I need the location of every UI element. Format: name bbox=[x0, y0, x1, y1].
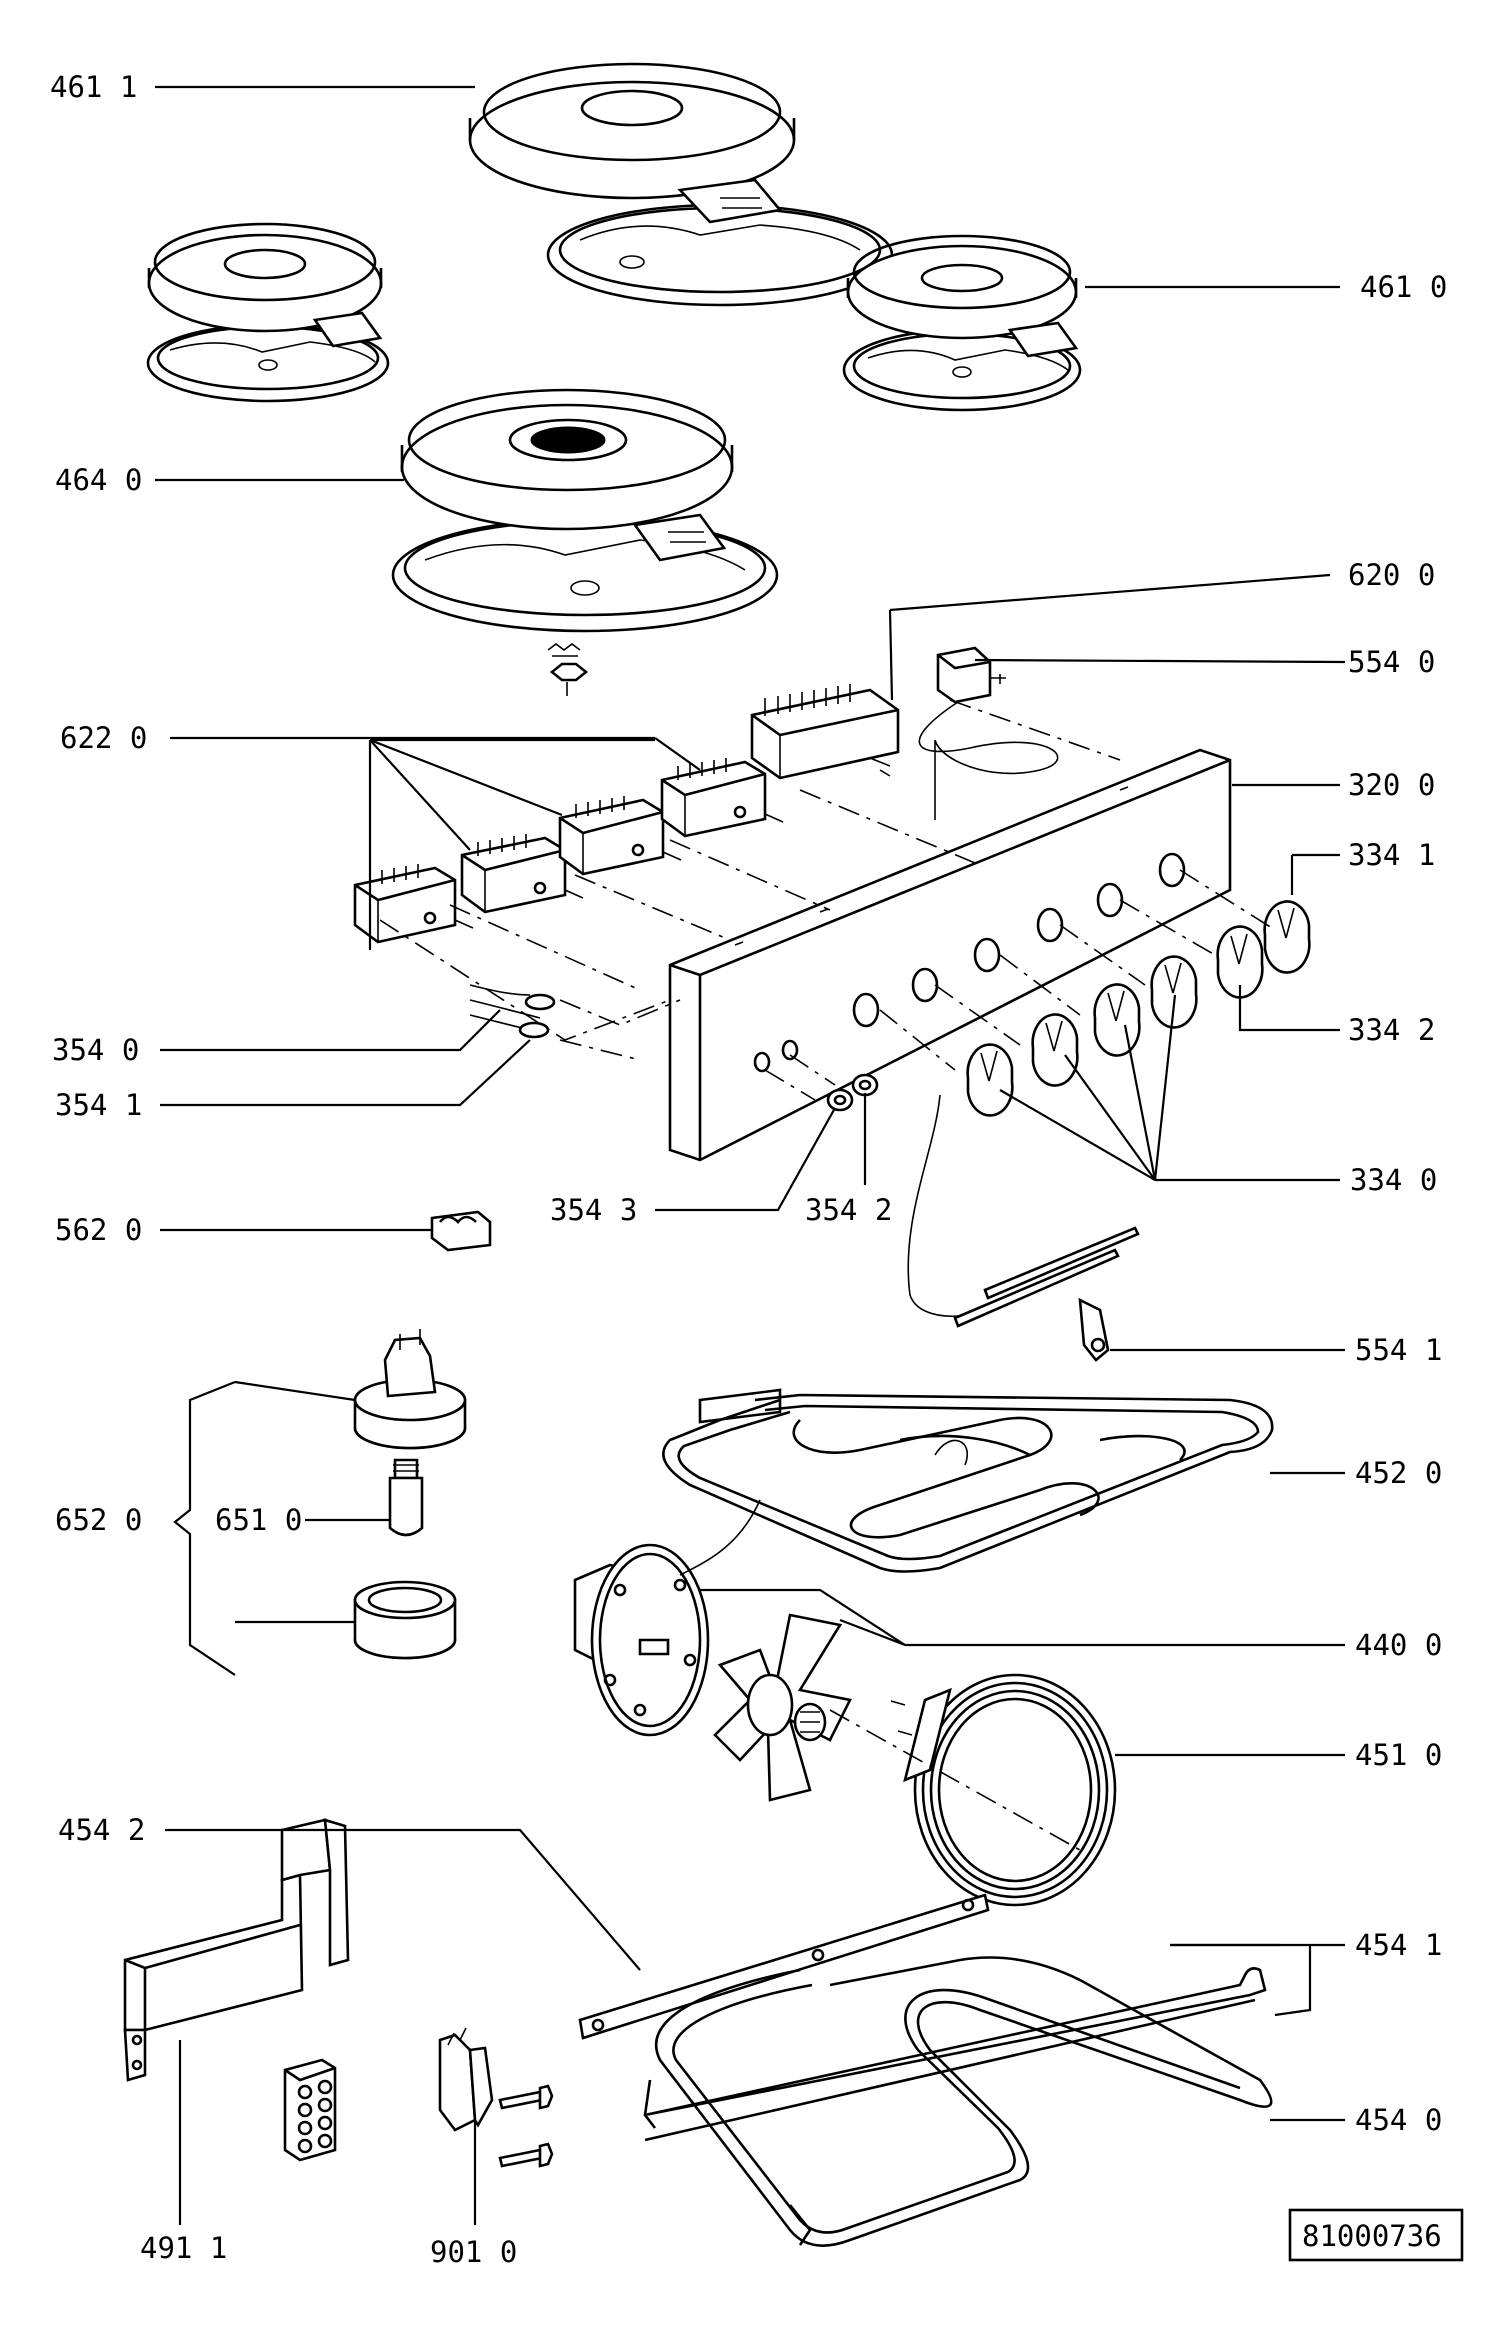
label-451-0: 451 0 bbox=[1355, 1738, 1442, 1772]
label-651-0: 651 0 bbox=[215, 1503, 302, 1537]
label-464-0: 464 0 bbox=[55, 463, 142, 497]
knob-334-2 bbox=[1216, 925, 1264, 999]
label-334-1: 334 1 bbox=[1348, 838, 1435, 872]
label-491-1: 491 1 bbox=[140, 2231, 227, 2265]
hotplate-nut bbox=[547, 643, 589, 696]
oven-lamp-bulb-651 bbox=[388, 1458, 424, 1537]
fan-blade bbox=[713, 1613, 852, 1802]
knob-334-0-a bbox=[1150, 955, 1198, 1029]
label-652-0: 652 0 bbox=[55, 1503, 142, 1537]
hotplate-left bbox=[146, 222, 390, 403]
bracket-491-1 bbox=[123, 1818, 350, 2082]
switch-row-622 bbox=[353, 758, 784, 944]
label-334-0: 334 0 bbox=[1350, 1163, 1437, 1197]
fan-motor-440 bbox=[573, 1499, 761, 1737]
label-461-1: 461 1 bbox=[50, 70, 137, 104]
knob-334-1 bbox=[1263, 900, 1311, 974]
assembly-lines bbox=[379, 699, 1276, 1851]
label-454-1: 454 1 bbox=[1355, 1928, 1442, 1962]
leader-lines bbox=[155, 85, 1346, 2225]
thermostat-554-0 bbox=[918, 646, 1059, 820]
oven-lamp-cover bbox=[353, 1580, 457, 1660]
grill-element-452 bbox=[662, 1388, 1274, 1573]
label-454-0: 454 0 bbox=[1355, 2103, 1442, 2137]
label-554-1: 554 1 bbox=[1355, 1333, 1442, 1367]
part-labels: 461 1 461 0 464 0 620 0 554 0 622 0 320 … bbox=[50, 70, 1447, 2269]
knob-334-0-b bbox=[1093, 983, 1141, 1057]
label-354-0: 354 0 bbox=[52, 1033, 139, 1067]
label-622-0: 622 0 bbox=[60, 721, 147, 755]
label-461-0: 461 0 bbox=[1360, 270, 1447, 304]
label-334-2: 334 2 bbox=[1348, 1013, 1435, 1047]
label-440-0: 440 0 bbox=[1355, 1628, 1442, 1662]
thermostat-bulb-554-1 bbox=[907, 1094, 1140, 1362]
reference-number: 81000736 bbox=[1302, 2219, 1442, 2253]
label-354-2: 354 2 bbox=[805, 1193, 892, 1227]
bracket-652 bbox=[173, 1380, 236, 1676]
terminal-block bbox=[283, 2058, 337, 2162]
label-320-0: 320 0 bbox=[1348, 768, 1435, 802]
selector-switch-620 bbox=[750, 684, 900, 780]
label-354-1: 354 1 bbox=[55, 1088, 142, 1122]
circular-element-451 bbox=[890, 1673, 1117, 1907]
label-354-3: 354 3 bbox=[550, 1193, 637, 1227]
cable-clamp-901 bbox=[438, 2027, 554, 2168]
hotplate-461-1 bbox=[468, 62, 894, 307]
hotplate-461-0 bbox=[842, 234, 1082, 412]
label-562-0: 562 0 bbox=[55, 1213, 142, 1247]
label-620-0: 620 0 bbox=[1348, 558, 1435, 592]
clip-562 bbox=[430, 1210, 492, 1252]
label-901-0: 901 0 bbox=[430, 2235, 517, 2269]
knob-334-0-d bbox=[966, 1043, 1014, 1117]
label-452-0: 452 0 bbox=[1355, 1456, 1442, 1490]
hotplate-464-0 bbox=[391, 388, 779, 633]
control-panel-320 bbox=[668, 748, 1232, 1162]
oven-lamp-holder bbox=[353, 1329, 467, 1450]
label-454-2: 454 2 bbox=[58, 1813, 145, 1847]
knob-334-0-c bbox=[1031, 1013, 1079, 1087]
indicator-lamps bbox=[469, 984, 879, 1112]
bottom-element-454 bbox=[578, 1893, 1273, 2247]
reference-number-box: 81000736 bbox=[1288, 2208, 1464, 2262]
label-554-0: 554 0 bbox=[1348, 645, 1435, 679]
